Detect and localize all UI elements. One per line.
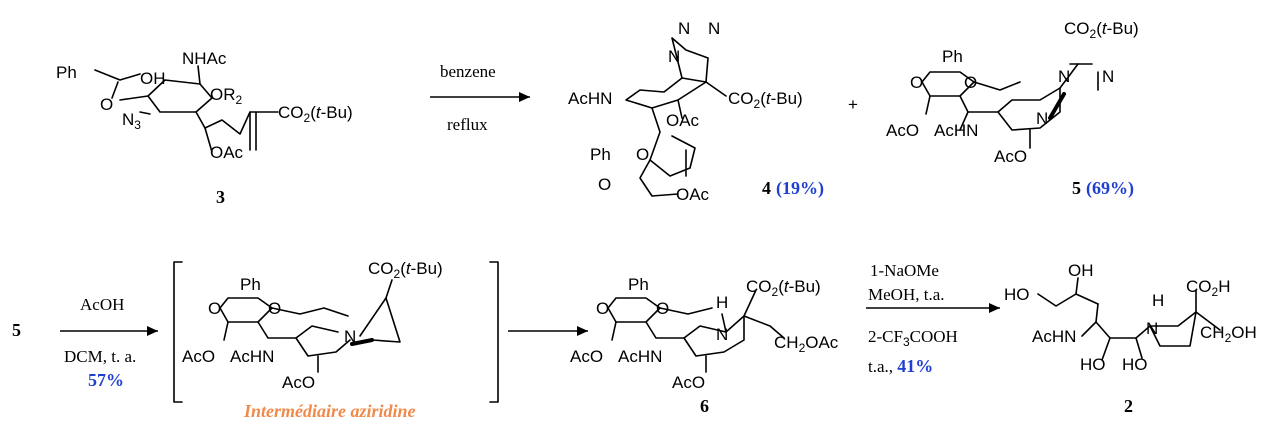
c2-h-label: H (1152, 291, 1164, 310)
c5-o2-label: O (964, 73, 977, 92)
c6-o2-label: O (656, 299, 669, 318)
c3-or2-label: OR2 (210, 85, 243, 107)
c5-ph-label: Ph (942, 47, 963, 66)
c5-n1-label: N (1058, 67, 1070, 86)
c3-oac-label: OAc (210, 143, 244, 162)
c4-n1-label: N (678, 19, 690, 38)
compound-6-number: 6 (700, 396, 709, 416)
c4-o1-label: O (636, 145, 649, 164)
c5-o1-label: O (910, 73, 923, 92)
compound-6-structure: Ph O O H N CO2(t-Bu) AcO AcHN CH2OAc AcO (570, 275, 839, 392)
compound-4-yield: (19%) (776, 178, 824, 199)
arrow-2-yield: 57% (88, 370, 124, 390)
c5-co2tbu-label: CO2(t-Bu) (1064, 19, 1139, 41)
int-aco1-label: AcO (182, 347, 215, 366)
c2-oh-label: OH (1068, 261, 1094, 280)
c6-achn-label: AcHN (618, 347, 662, 366)
arrow-4-line2: MeOH, t.a. (868, 285, 944, 304)
c6-h-label: H (716, 293, 728, 312)
c4-oac2-label: OAc (676, 185, 710, 204)
c3-oh-label: OH (140, 69, 166, 88)
arrow-1-condition-bottom: reflux (447, 115, 488, 134)
c6-ph-label: Ph (628, 275, 649, 294)
compound-2-structure: HO OH H N CO2H AcHN HO HO CH2OH (1004, 261, 1257, 374)
c2-co2h-label: CO2H (1186, 277, 1230, 299)
compound-4-number: 4 (762, 178, 771, 198)
left-bracket (173, 261, 183, 403)
compound-4-structure: N N N AcHN CO2(t-Bu) OAc Ph O O OAc (568, 19, 803, 204)
int-achn-label: AcHN (230, 347, 274, 366)
arrow-3-head (577, 326, 588, 336)
c6-n-label: N (716, 325, 728, 344)
int-ph-label: Ph (240, 275, 261, 294)
c2-ho2-label: HO (1080, 355, 1106, 374)
c3-co2tbu-label: CO2(t-Bu) (278, 103, 353, 125)
arrow-2-condition-bottom: DCM, t. a. (64, 347, 136, 366)
arrow-4-line3: 2-CF3COOH (868, 327, 958, 349)
c5-n2-label: N (1102, 67, 1114, 86)
c5-n3-label: N (1036, 109, 1048, 128)
compound-3-structure: Ph OH O N3 NHAc OR2 OAc CO2(t-Bu) (56, 49, 353, 162)
arrow-4-line1: 1-NaOMe (870, 261, 939, 280)
arrow-4-head (989, 303, 1000, 313)
c2-ho1-label: HO (1004, 285, 1030, 304)
int-o1-label: O (208, 299, 221, 318)
compound-5-yield: (69%) (1086, 178, 1134, 199)
reaction-2-start-compound: 5 (12, 320, 21, 340)
int-co2tbu-label: CO2(t-Bu) (368, 259, 443, 281)
int-o2-label: O (268, 299, 281, 318)
arrow-1-head (519, 92, 530, 102)
c5-aco1-label: AcO (886, 121, 919, 140)
arrow-2-condition-top: AcOH (80, 295, 124, 314)
c2-ho3-label: HO (1122, 355, 1148, 374)
c2-n-label: N (1146, 319, 1158, 338)
c2-achn-label: AcHN (1032, 327, 1076, 346)
int-aco2-label: AcO (282, 373, 315, 392)
c6-ch2oac-label: CH2OAc (774, 333, 839, 355)
plus-sign: + (848, 95, 858, 114)
c4-achn-label: AcHN (568, 89, 612, 108)
c6-o1-label: O (596, 299, 609, 318)
c3-ph-label: Ph (56, 63, 77, 82)
c3-n3-label: N3 (122, 110, 141, 132)
c3-nhac-label: NHAc (182, 49, 227, 68)
c4-o2-label: O (598, 175, 611, 194)
c5-aco2-label: AcO (994, 147, 1027, 166)
arrow-1-condition-top: benzene (440, 62, 496, 81)
compound-5-structure: CO2(t-Bu) Ph O O N N N AcO AcHN AcO (886, 19, 1139, 166)
c4-n2-label: N (708, 19, 720, 38)
arrow-4-line4: t.a., 41% (868, 356, 933, 376)
arrow-2-head (147, 326, 158, 336)
int-n-label: N (344, 327, 356, 346)
c6-co2tbu-label: CO2(t-Bu) (746, 277, 821, 299)
compound-3-number: 3 (216, 187, 225, 207)
c3-o-label: O (100, 95, 113, 114)
c4-co2tbu-label: CO2(t-Bu) (728, 89, 803, 111)
intermediate-aziridine-structure: Ph O O CO2(t-Bu) AcO AcHN N AcO (182, 259, 443, 392)
c4-ph-label: Ph (590, 145, 611, 164)
c4-n3-label: N (668, 47, 680, 66)
c5-achn-label: AcHN (934, 121, 978, 140)
c2-ch2oh-label: CH2OH (1200, 323, 1257, 345)
compound-2-number: 2 (1124, 396, 1133, 416)
c4-oac1-label: OAc (666, 111, 700, 130)
c6-aco1-label: AcO (570, 347, 603, 366)
c6-aco2-label: AcO (672, 373, 705, 392)
compound-5-number: 5 (1072, 178, 1081, 198)
right-bracket (489, 261, 499, 403)
intermediate-caption: Intermédiaire aziridine (243, 401, 416, 421)
